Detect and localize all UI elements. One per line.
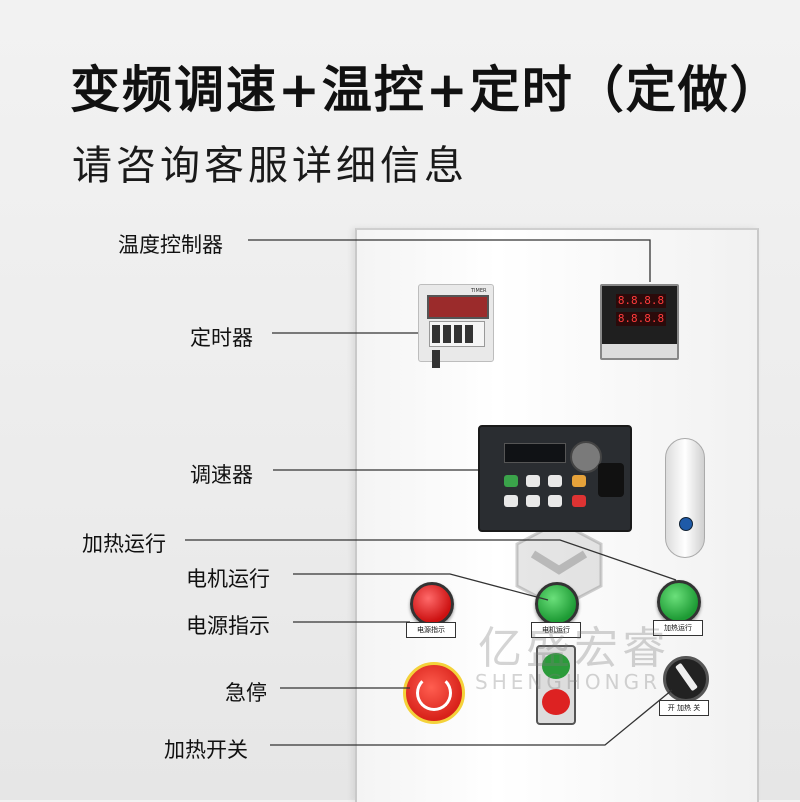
page-subtitle: 请咨询客服详细信息 [72, 143, 468, 189]
vfd-button-7[interactable] [548, 495, 562, 507]
temp-display-pv: 8.8.8.8 [616, 294, 666, 308]
page-title: 变频调速+温控+定时（定做） [70, 61, 782, 119]
vfd-stop-button[interactable] [572, 495, 586, 507]
label-heating-switch: 加热开关 [164, 738, 248, 762]
vfd-button-5[interactable] [504, 495, 518, 507]
motor-running-plate: 电机运行 [531, 622, 581, 638]
label-emergency-stop: 急停 [225, 681, 267, 705]
timer-tag: TIMER [471, 288, 487, 294]
vfd-button-6[interactable] [526, 495, 540, 507]
timer-display [427, 295, 489, 319]
line-heating-running [185, 539, 677, 581]
start-button[interactable] [542, 653, 570, 679]
door-handle[interactable] [665, 438, 705, 558]
vfd-button-3[interactable] [548, 475, 562, 487]
label-motor-running: 电机运行 [186, 567, 270, 591]
power-indicator-plate: 电源指示 [406, 622, 456, 638]
line-temp-controller [248, 239, 651, 282]
vfd-window [598, 463, 624, 497]
power-indicator-lamp [410, 582, 454, 626]
line-heating-switch [270, 689, 673, 746]
vfd-knob-icon[interactable] [570, 441, 602, 473]
label-speed-controller: 调速器 [190, 463, 253, 487]
vfd-screen [504, 443, 566, 463]
temp-display-sv: 8.8.8.8 [616, 312, 666, 326]
timer-dials[interactable] [429, 321, 485, 368]
label-power-indicator: 电源指示 [186, 614, 270, 638]
line-motor-running [293, 573, 549, 601]
heating-running-lamp [657, 580, 701, 624]
stop-button[interactable] [542, 689, 570, 715]
label-heating-running: 加热运行 [82, 532, 166, 556]
vfd-button-4[interactable] [572, 475, 586, 487]
vfd-run-button[interactable] [504, 475, 518, 487]
label-temp-controller: 温度控制器 [118, 233, 223, 257]
estop-arrow-icon [416, 675, 452, 711]
temp-controller-footer [602, 344, 677, 358]
motor-start-stop-button[interactable] [536, 645, 576, 725]
emergency-stop-button[interactable] [403, 662, 465, 724]
heating-selector-plate: 开 加热 关 [659, 700, 709, 716]
heating-running-plate: 加热运行 [653, 620, 703, 636]
timer-device: TIMER [418, 284, 494, 368]
speed-controller-device [478, 425, 632, 532]
watermark-en: SHENGHONGR [475, 670, 661, 694]
lock-icon[interactable] [679, 517, 693, 531]
watermark-cn: 亿盛宏睿 [478, 623, 670, 674]
vfd-button-2[interactable] [526, 475, 540, 487]
watermark-logo-icon [515, 520, 603, 610]
label-timer: 定时器 [190, 326, 253, 350]
temperature-controller-device: 8.8.8.8 8.8.8.8 [600, 284, 679, 360]
